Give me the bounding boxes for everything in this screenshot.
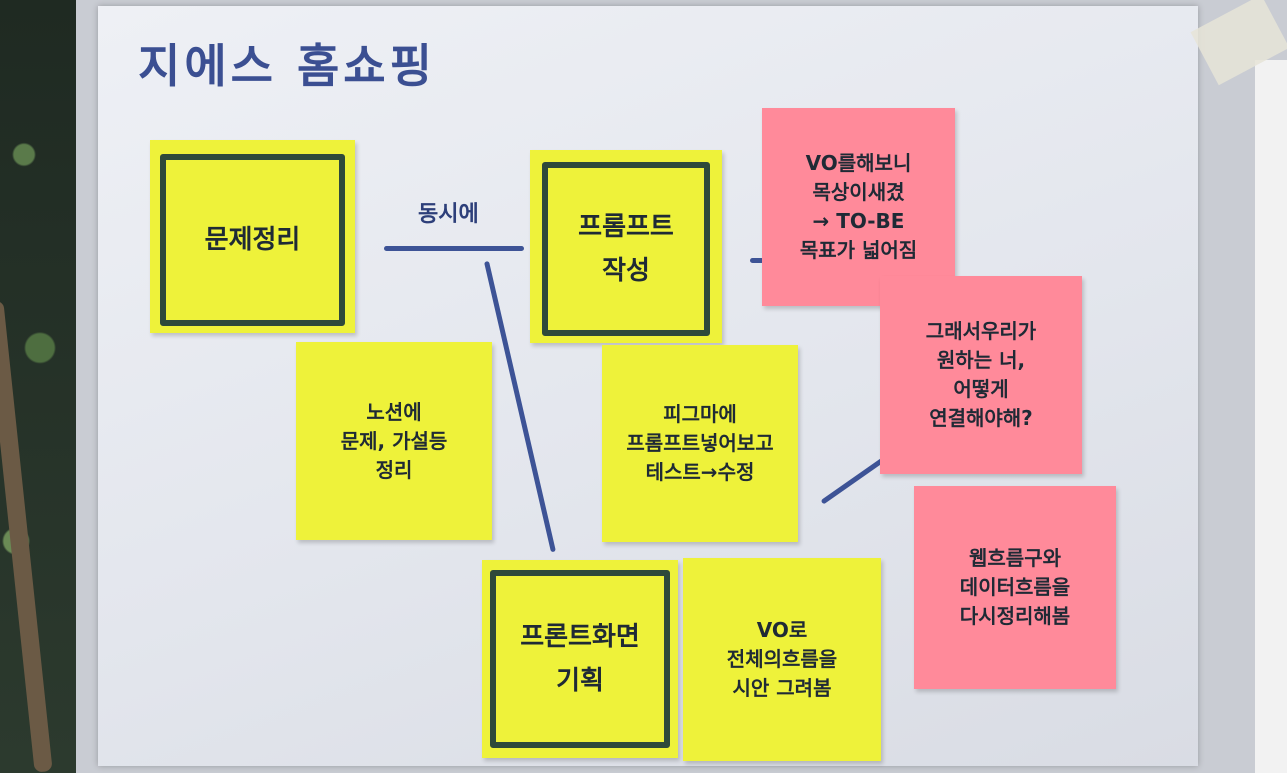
note-notion-line2: 문제, 가설등 [341,427,448,456]
note-pink-web-line2: 데이터흐름을 [960,573,1070,602]
note-pink-vo-line2: 목상이새겼 [813,178,905,207]
note-figma-line3: 테스트→수정 [646,458,755,487]
note-prompt: 프롬프트 작성 [530,150,722,343]
note-pink-web: 웹흐름구와 데이터흐름을 다시정리해봄 [914,486,1116,689]
note-figma-line2: 프롬프트넣어보고 [626,429,773,458]
note-pink-vo-line1: VO를해보니 [806,149,912,178]
note-pink-vo-line4: 목표가 넓어짐 [800,236,917,265]
side-paper [1255,60,1287,773]
note-figma-line1: 피그마에 [663,400,737,429]
note-front-line2: 기획 [556,659,604,703]
note-prompt-line2: 작성 [602,249,650,293]
note-pink-web-line1: 웹흐름구와 [969,544,1061,573]
note-front-line1: 프론트화면 [520,615,640,659]
note-notion-line3: 정리 [376,456,413,485]
note-figma: 피그마에 프롬프트넣어보고 테스트→수정 [602,345,798,542]
board-title: 지에스 홈쇼핑 [138,30,436,96]
note-pink-vo-line3: → TO-BE [813,207,905,236]
connector-label: 동시에 [418,196,479,228]
note-pink-then-line3: 어떻게 [953,375,1008,404]
note-pink-then-line4: 연결해야해? [929,404,1033,433]
connector-horizontal [384,246,524,251]
note-pink-then-line1: 그래서우리가 [926,317,1036,346]
note-vo-flow: VO로 전체의흐름을 시안 그려봄 [683,558,881,761]
note-problem: 문제정리 [150,140,355,333]
note-vo-flow-line3: 시안 그려봄 [733,674,832,703]
note-problem-text: 문제정리 [205,218,301,262]
note-notion: 노션에 문제, 가설등 정리 [296,342,492,540]
note-prompt-line1: 프롬프트 [578,205,674,249]
note-vo-flow-line1: VO로 [757,616,808,645]
note-notion-line1: 노션에 [366,398,421,427]
note-pink-web-line3: 다시정리해봄 [960,602,1070,631]
note-front: 프론트화면 기획 [482,560,678,758]
note-pink-then-line2: 원하는 너, [937,346,1025,375]
note-pink-then: 그래서우리가 원하는 너, 어떻게 연결해야해? [880,276,1082,474]
note-vo-flow-line2: 전체의흐름을 [727,645,837,674]
